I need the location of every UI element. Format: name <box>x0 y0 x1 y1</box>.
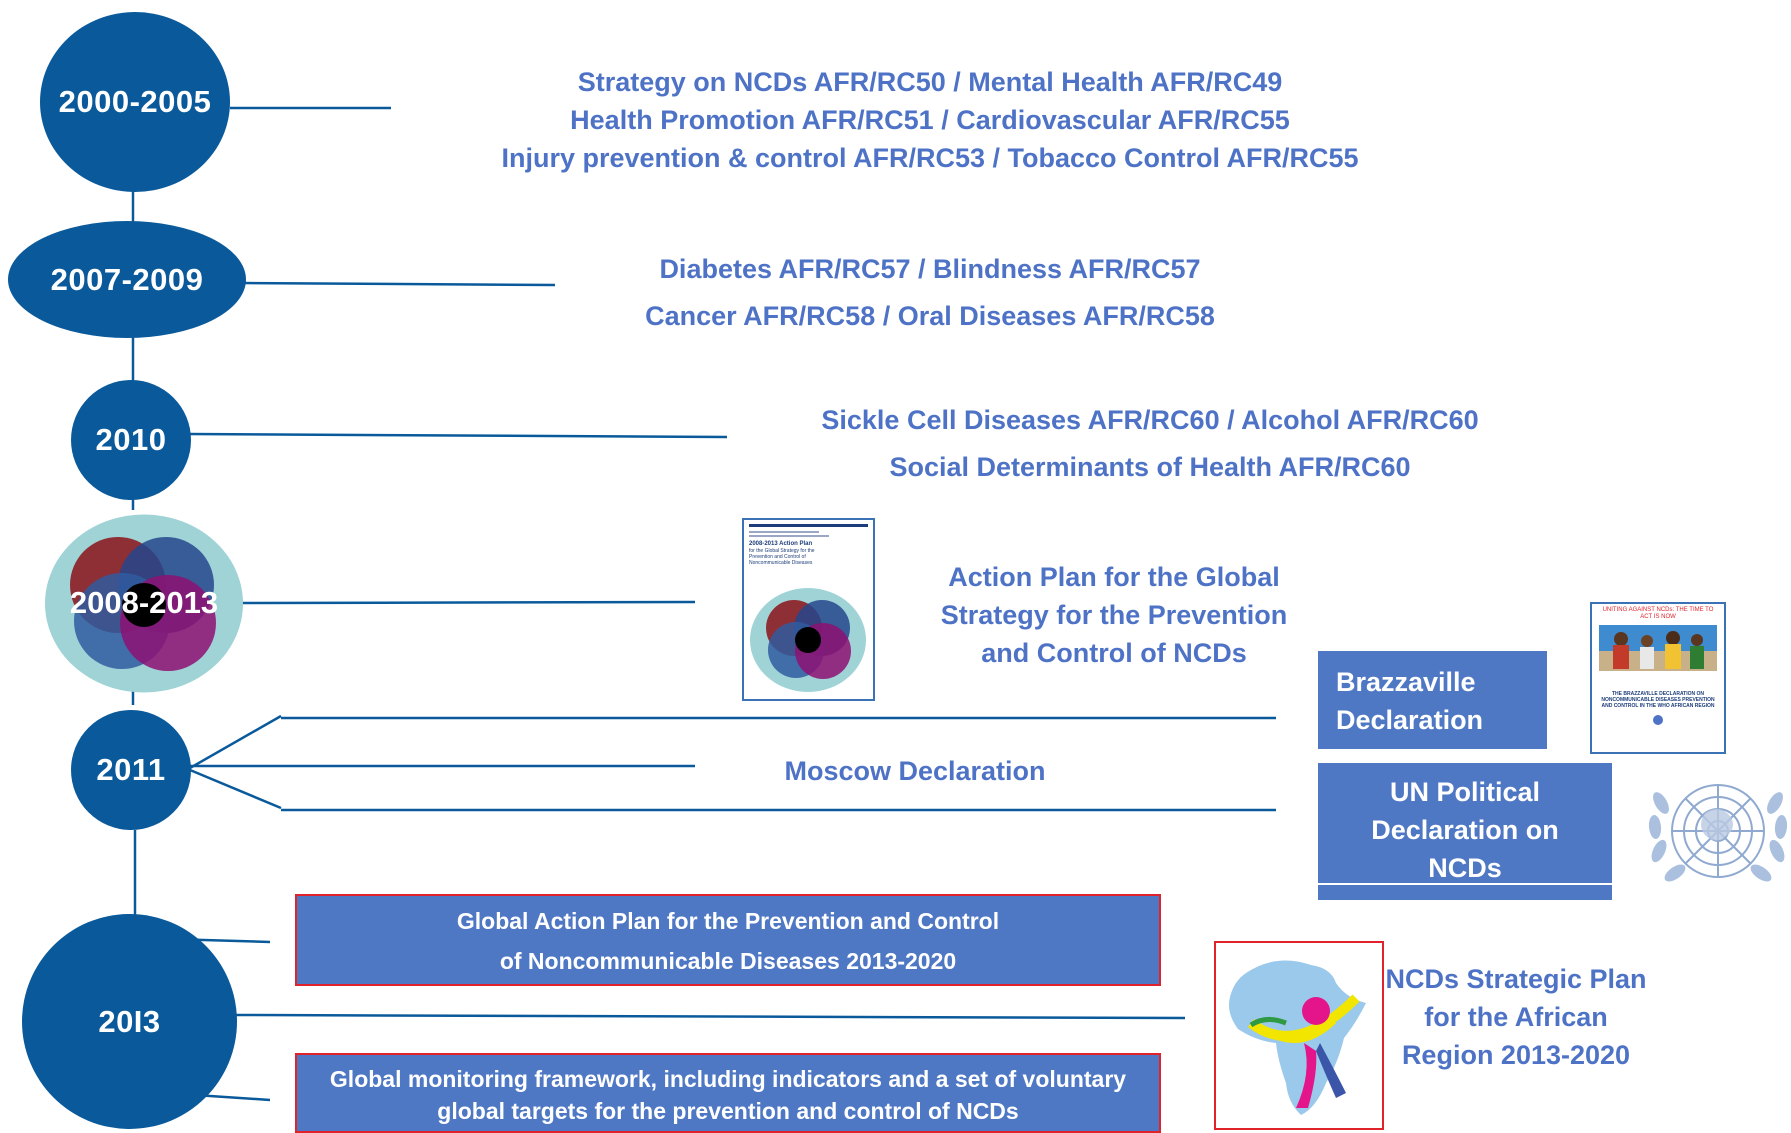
connector-2011-down <box>189 768 282 810</box>
box-line: Declaration on <box>1371 815 1559 845</box>
cover-venn-icon <box>750 588 866 692</box>
connector-2011-up <box>189 714 282 770</box>
text-2007-2009: Diabetes AFR/RC57 / Blindness AFR/RC57 C… <box>580 246 1280 340</box>
cover-subtitle: for the Global Strategy for the Preventi… <box>749 548 815 566</box>
text-line: Injury prevention & control AFR/RC53 / T… <box>501 143 1359 173</box>
text-line: for the African <box>1424 1002 1608 1032</box>
year-2010-circle: 2010 <box>71 380 191 500</box>
year-2008-2013-circle: 2008-2013 <box>44 513 244 694</box>
year-label: 20I3 <box>98 1003 161 1039</box>
un-emblem-icon <box>1648 784 1788 882</box>
text-line: Social Determinants of Health AFR/RC60 <box>889 452 1411 482</box>
cover-title: 2008-2013 Action Plan <box>749 541 813 547</box>
box-line: global targets for the prevention and co… <box>437 1098 1019 1124</box>
box-line: Brazzaville <box>1336 667 1476 697</box>
text-line: Strategy for the Prevention <box>940 600 1288 630</box>
cover-caption: THE BRAZZAVILLE DECLARATION ON NONCOMMUN… <box>1601 691 1715 709</box>
year-label: 2000-2005 <box>58 84 212 119</box>
connector-ncd-plan <box>235 1013 1186 1020</box>
year-2011-circle: 2011 <box>71 710 191 830</box>
text-line: Sickle Cell Diseases AFR/RC60 / Alcohol … <box>821 405 1479 435</box>
text-moscow-declaration: Moscow Declaration <box>784 756 1046 786</box>
text-line: Health Promotion AFR/RC51 / Cardiovascul… <box>570 105 1290 135</box>
year-label: 2008-2013 <box>69 585 219 620</box>
text-2010: Sickle Cell Diseases AFR/RC60 / Alcohol … <box>750 397 1550 491</box>
connector-2008 <box>241 600 696 605</box>
venn-logo-icon <box>45 514 243 693</box>
connector-2010 <box>187 432 728 439</box>
box-line: Global Action Plan for the Prevention an… <box>456 908 1000 934</box>
year-label: 2007-2009 <box>50 261 204 297</box>
un-political-declaration-box: UN Political Declaration on NCDs <box>1318 763 1612 900</box>
year-2000-2005-circle: 2000-2005 <box>40 12 230 192</box>
text-line: NCDs Strategic Plan <box>1385 964 1647 994</box>
global-monitoring-framework-box: Global monitoring framework, including i… <box>295 1053 1161 1133</box>
text-line: Diabetes AFR/RC57 / Blindness AFR/RC57 <box>659 254 1201 284</box>
connector-gmf <box>194 1093 271 1102</box>
year-label: 2010 <box>95 422 167 457</box>
cover-photo-icon <box>1599 625 1717 671</box>
text-line: Cancer AFR/RC58 / Oral Diseases AFR/RC58 <box>645 301 1215 331</box>
brazzaville-declaration-box: Brazzaville Declaration <box>1318 651 1547 749</box>
year-2007-2009-circle: 2007-2009 <box>8 221 246 338</box>
global-action-plan-box: Global Action Plan for the Prevention an… <box>295 894 1161 986</box>
connector-2007 <box>242 281 556 287</box>
text-ncd-strategic-plan: NCDs Strategic Plan for the African Regi… <box>1376 960 1656 1074</box>
box-line: Global monitoring framework, including i… <box>329 1066 1127 1092</box>
africa-map-icon <box>1229 960 1366 1115</box>
box-line: Declaration <box>1336 705 1484 735</box>
cover-headline: UNITING AGAINST NCDs: THE TIME TO ACT IS… <box>1602 607 1714 620</box>
box-line: UN Political <box>1389 777 1541 807</box>
text-2000-2005: Strategy on NCDs AFR/RC50 / Mental Healt… <box>430 63 1430 177</box>
year-2013-circle: 20I3 <box>22 914 237 1129</box>
brazzaville-cover-image: UNITING AGAINST NCDs: THE TIME TO ACT IS… <box>1590 602 1726 754</box>
action-plan-cover-image: 2008-2013 Action Plan for the Global Str… <box>742 518 875 701</box>
box-line: of Noncommunicable Diseases 2013-2020 <box>499 948 957 974</box>
text-line: Region 2013-2020 <box>1401 1040 1631 1070</box>
text-action-plan: Action Plan for the Global Strategy for … <box>914 558 1314 672</box>
africa-map-logo <box>1214 941 1384 1130</box>
text-line: Strategy on NCDs AFR/RC50 / Mental Healt… <box>577 67 1283 97</box>
year-label: 2011 <box>96 752 166 787</box>
box-line: NCDs <box>1428 853 1502 883</box>
text-line: and Control of NCDs <box>981 638 1247 668</box>
text-line: Action Plan for the Global <box>948 562 1280 592</box>
